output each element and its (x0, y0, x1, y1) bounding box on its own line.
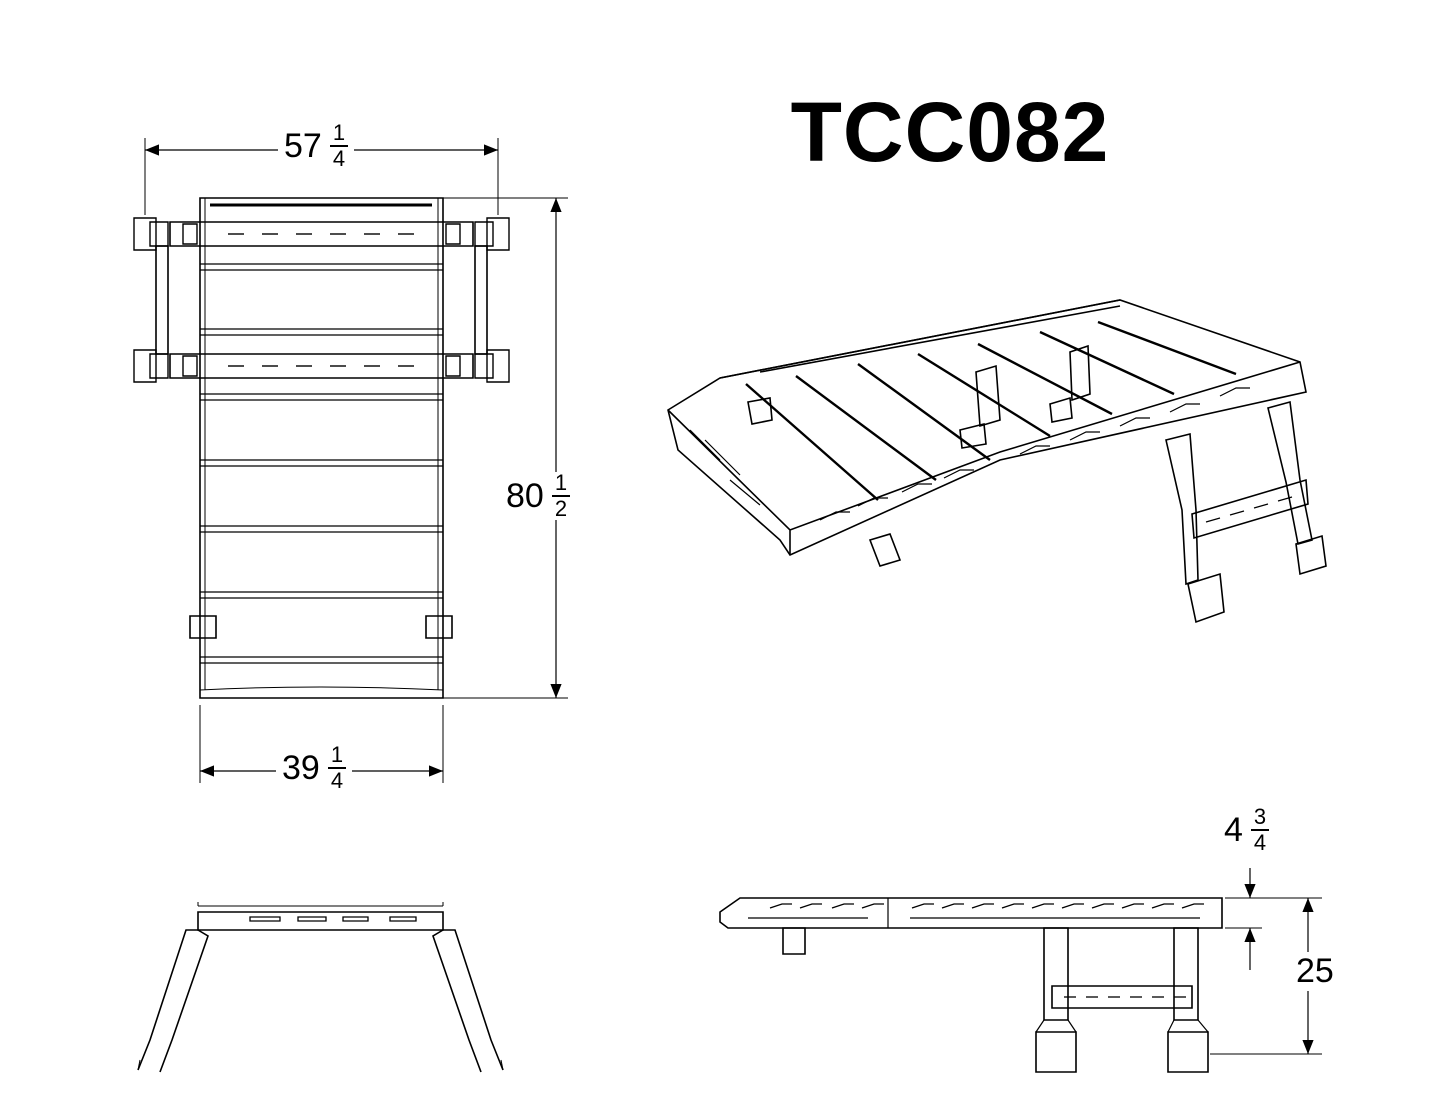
side-rack-platform (720, 898, 1222, 928)
dimension-total-height: 25 (1290, 952, 1340, 991)
iso-back-edge (720, 300, 1120, 378)
fraction-denominator: 2 (554, 496, 568, 521)
rack-panel-outline (200, 198, 443, 698)
right-side-rail (475, 246, 487, 354)
dimension-inner-width: 39 1 4 (276, 744, 353, 793)
fraction-denominator: 4 (1253, 830, 1267, 855)
side-cutouts (748, 904, 1204, 918)
light-clip-right (426, 616, 452, 638)
side-light-clip (783, 928, 805, 954)
fraction-numerator: 1 (329, 122, 349, 147)
lower-crossbeam (170, 354, 473, 378)
top-view (134, 138, 568, 783)
right-leg (433, 930, 503, 1072)
side-crossmember (1052, 986, 1192, 1008)
side-leg-left (1044, 928, 1068, 1020)
iso-bracket (1050, 398, 1072, 422)
mount-brackets (134, 218, 509, 382)
iso-crossbars (746, 322, 1236, 500)
iso-inner-upright (976, 366, 1000, 426)
side-view (720, 868, 1322, 1072)
dimension-length: 80 1 2 (500, 472, 577, 521)
fraction-denominator: 4 (330, 768, 344, 793)
dimension-whole: 80 (506, 476, 544, 515)
upper-crossbeam (170, 222, 473, 246)
dimension-fraction: 3 4 (1250, 806, 1270, 855)
fraction-numerator: 1 (551, 472, 571, 497)
iso-bracket (748, 398, 772, 424)
fraction-denominator: 4 (332, 146, 346, 171)
foot-right (1168, 1032, 1208, 1072)
side-leg-right (1174, 928, 1198, 1020)
iso-foot-left (1188, 574, 1224, 622)
dimension-fraction: 1 4 (327, 744, 347, 793)
dimension-fraction: 1 4 (329, 122, 349, 171)
dimension-top-width: 57 1 4 (278, 122, 355, 171)
iso-bracket (960, 424, 986, 448)
dimension-whole: 25 (1296, 952, 1334, 990)
drawing-title: TCC082 (790, 85, 1110, 179)
front-slots (250, 917, 416, 921)
iso-front-panel (668, 300, 1306, 555)
iso-light-clip (870, 534, 900, 566)
iso-leg-crossmember (1192, 480, 1308, 538)
dimension-whole: 57 (284, 126, 322, 165)
dimension-fraction: 1 2 (551, 472, 571, 521)
light-clip-left (190, 616, 216, 638)
crossbars (200, 264, 443, 663)
iso-cutouts (690, 388, 1250, 520)
iso-foot-right (1296, 536, 1326, 574)
front-rack-platform (198, 912, 443, 930)
iso-front-edge (668, 362, 1300, 555)
dimension-whole: 39 (282, 748, 320, 787)
isometric-view (668, 300, 1326, 622)
iso-crossmember-slots (1206, 497, 1292, 522)
fraction-numerator: 1 (327, 744, 347, 769)
iso-leg-right (1268, 402, 1312, 544)
fraction-numerator: 3 (1250, 806, 1270, 831)
iso-leg-left (1166, 434, 1198, 584)
beam-slots (228, 234, 414, 366)
left-leg (138, 930, 208, 1072)
dimension-rack-height: 4 3 4 (1218, 806, 1276, 855)
left-side-rail (156, 246, 168, 354)
rack-panel-front-lip (200, 198, 443, 690)
foot-left (1036, 1032, 1076, 1072)
dimension-whole: 4 (1224, 810, 1243, 849)
front-view (138, 902, 503, 1072)
iso-inner-upright (1070, 346, 1090, 400)
